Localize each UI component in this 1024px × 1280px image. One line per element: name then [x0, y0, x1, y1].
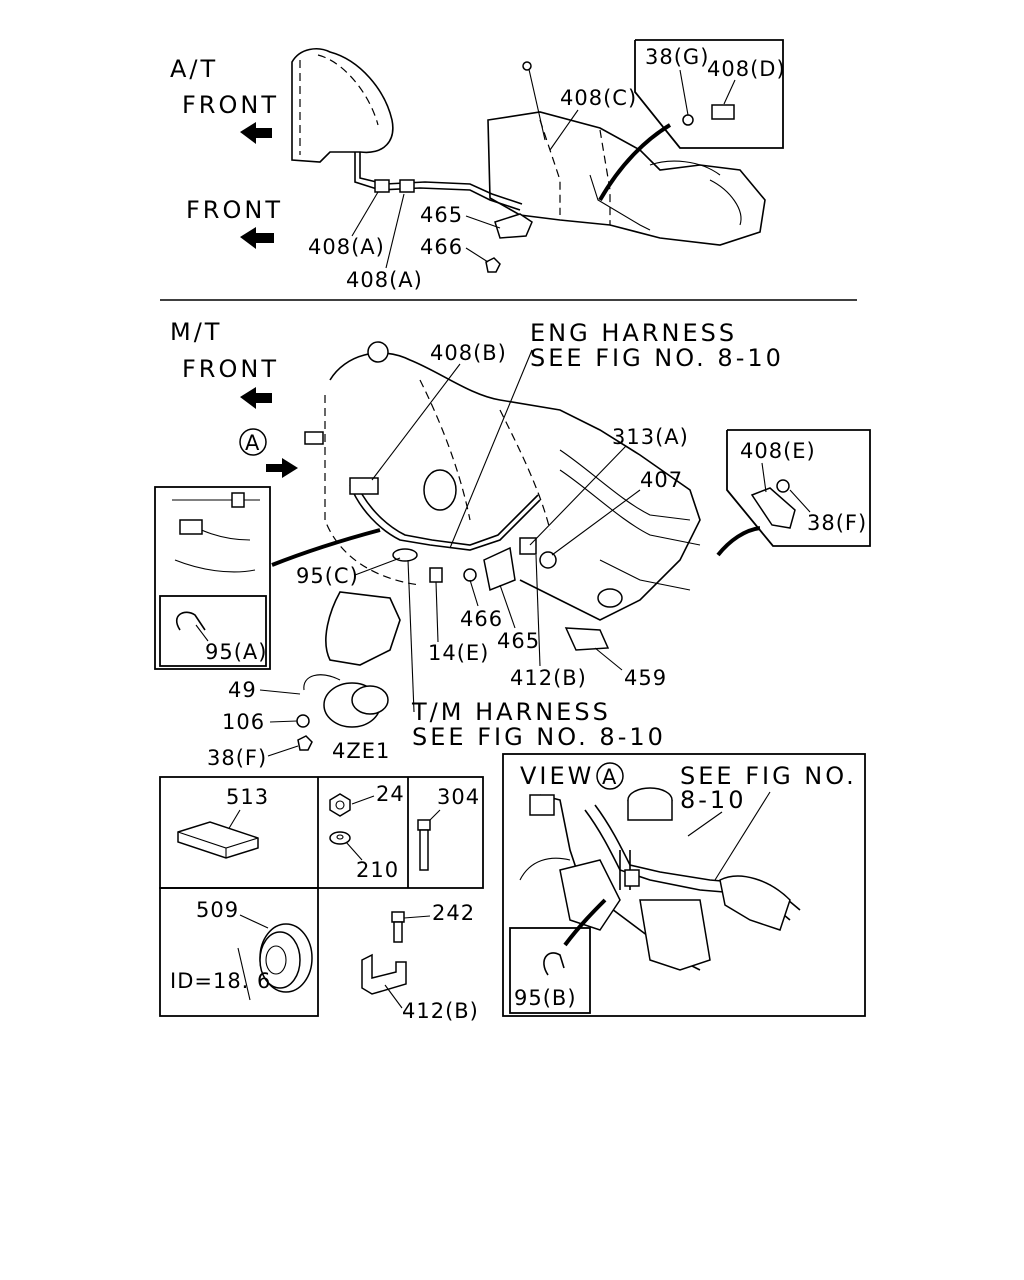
callout-466: 466	[460, 607, 503, 631]
callout-38f-right: 38(F)	[807, 511, 867, 535]
front-arrow-icon	[240, 387, 272, 409]
detail-box-95a	[154, 486, 271, 670]
eng-harness-note-1: ENG HARNESS	[530, 319, 737, 347]
detail-box-38g-408d	[634, 39, 784, 149]
part-242-bolt	[391, 911, 405, 923]
part-509-label: 509	[196, 898, 239, 922]
callout-466: 466	[420, 235, 463, 259]
part-513-pad	[177, 821, 259, 859]
view-a-marker	[239, 428, 267, 456]
at-front-label-2: FRONT	[186, 196, 283, 224]
part-24-label: 24	[376, 782, 405, 806]
transmission-housing	[291, 48, 394, 163]
callout-465: 465	[420, 203, 463, 227]
engine-label: 4ZE1	[332, 739, 390, 763]
view-a-panel: VIEW A SEE FIG NO. 8-10 95(B)	[502, 753, 866, 1017]
callout-95a: 95(A)	[205, 640, 267, 664]
callout-412b: 412(B)	[510, 666, 587, 690]
eng-harness-note-2: SEE FIG NO. 8-10	[530, 344, 784, 372]
part-509-id-label: ID=18. 6	[170, 969, 271, 993]
at-front-label-1: FRONT	[182, 91, 279, 119]
part-304-label: 304	[437, 785, 480, 809]
callout-313a: 313(A)	[612, 425, 689, 449]
callout-38g: 38(G)	[645, 45, 709, 69]
mt-front-label: FRONT	[182, 355, 279, 383]
detail-box-408e	[726, 429, 871, 547]
part-210-washer	[329, 831, 351, 845]
callout-465: 465	[497, 629, 540, 653]
see-fig-label-1: SEE FIG NO.	[680, 762, 857, 790]
part-242-label: 242	[432, 901, 475, 925]
callout-408d: 408(D)	[707, 57, 786, 81]
part-304-bolt	[417, 819, 431, 831]
callout-95c: 95(C)	[296, 564, 359, 588]
mt-section: M/T FRONT A	[154, 318, 871, 770]
part-412b-label: 412(B)	[402, 999, 479, 1023]
view-a-label: VIEW	[520, 762, 594, 790]
tm-harness-note-1: T/M HARNESS	[411, 698, 611, 726]
part-513-label: 513	[226, 785, 269, 809]
part-412b-bracket	[361, 953, 407, 995]
view-a-letter: A	[602, 765, 617, 789]
front-arrow-icon	[240, 122, 272, 144]
callout-408a-2: 408(A)	[346, 268, 423, 292]
parts-table: 513 24 210 304 509 ID=18. 6 242 412(B)	[159, 776, 484, 1023]
callout-408e: 408(E)	[740, 439, 816, 463]
at-section: A/T FRONT FRONT 38(G) 408(D)	[170, 39, 786, 292]
callout-459: 459	[624, 666, 667, 690]
part-24-nut	[329, 793, 351, 817]
view-a-marker-letter: A	[245, 431, 260, 455]
mt-title: M/T	[170, 318, 222, 346]
callout-38f-left: 38(F)	[207, 746, 267, 770]
part-210-label: 210	[356, 858, 399, 882]
callout-408a-1: 408(A)	[308, 235, 385, 259]
view-direction-arrow-icon	[266, 458, 298, 478]
callout-407: 407	[640, 468, 683, 492]
tm-harness-note-2: SEE FIG NO. 8-10	[412, 723, 666, 751]
callout-106: 106	[222, 710, 265, 734]
callout-408b: 408(B)	[430, 341, 507, 365]
see-fig-label-2: 8-10	[680, 786, 746, 814]
callout-49: 49	[228, 678, 257, 702]
at-title: A/T	[170, 55, 218, 83]
callout-14e: 14(E)	[428, 641, 489, 665]
front-arrow-icon	[240, 227, 274, 249]
callout-408c: 408(C)	[560, 86, 637, 110]
callout-95b: 95(B)	[514, 986, 577, 1010]
